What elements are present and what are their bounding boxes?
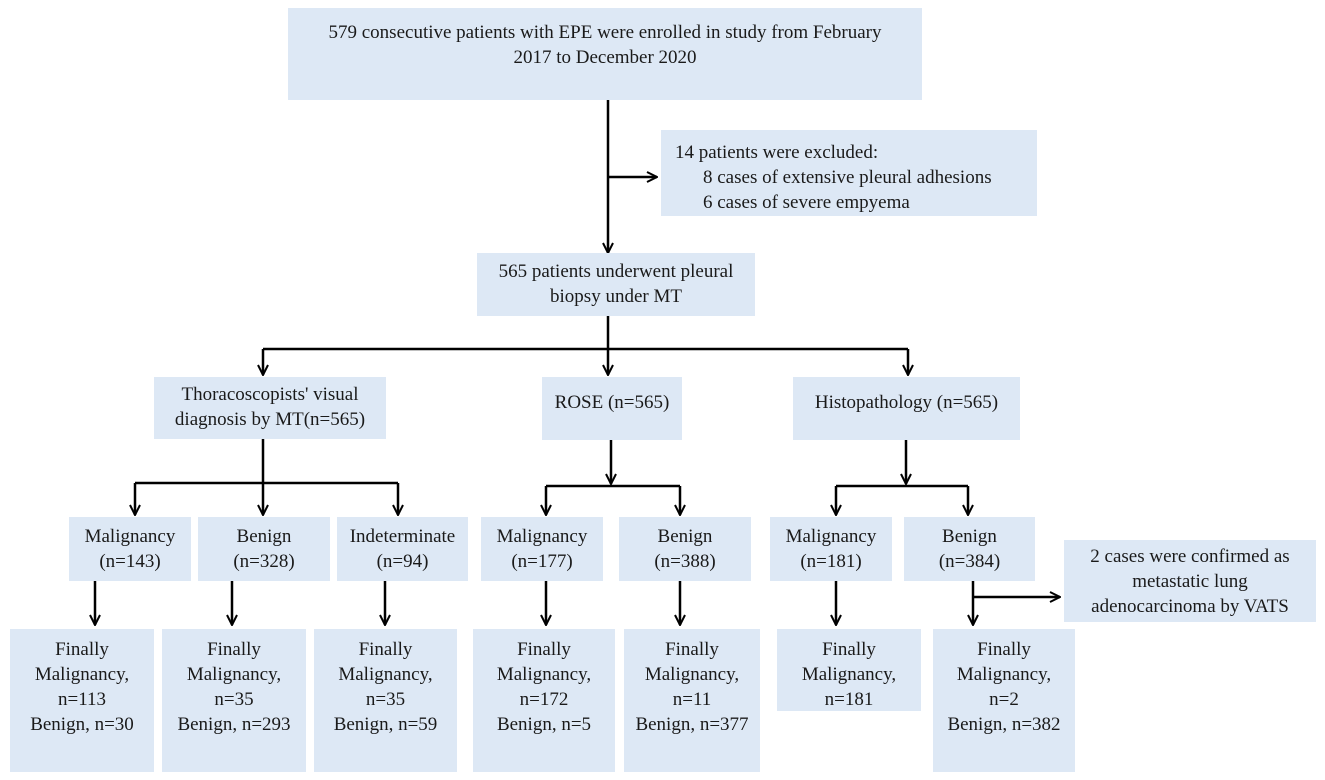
final-visual-benign-box: Finally Malignancy, n=35 Benign, n=293 <box>162 629 306 772</box>
histo-benign-box: Benign (n=384) <box>904 517 1035 581</box>
final-line: Finally <box>517 639 571 660</box>
excluded-title: 14 patients were excluded: <box>675 142 879 163</box>
enrollment-line-2: 2017 to December 2020 <box>513 47 697 68</box>
result-count: (n=181) <box>800 551 862 572</box>
final-line: Malignancy, <box>801 664 897 685</box>
histo-malignancy-box: Malignancy (n=181) <box>770 517 892 581</box>
result-label: Malignancy <box>84 526 176 547</box>
final-line: Malignancy, <box>34 664 130 685</box>
final-line: Finally <box>55 639 109 660</box>
result-count: (n=94) <box>376 551 429 572</box>
vats-note-box: 2 cases were confirmed as metastatic lun… <box>1064 540 1316 622</box>
final-line: Benign, n=382 <box>947 714 1061 735</box>
final-line: Benign, n=377 <box>635 714 749 735</box>
final-visual-indeterminate-box: Finally Malignancy, n=35 Benign, n=59 <box>314 629 457 772</box>
final-line: n=35 <box>365 689 406 710</box>
result-label: Benign <box>942 526 997 547</box>
result-count: (n=328) <box>233 551 295 572</box>
enrollment-box: 579 consecutive patients with EPE were e… <box>288 8 922 100</box>
result-count: (n=143) <box>99 551 161 572</box>
final-histo-malignancy-box: Finally Malignancy, n=181 <box>777 629 921 711</box>
excluded-item-empyema: 6 cases of severe empyema <box>703 192 910 213</box>
final-line: Benign, n=5 <box>496 714 592 735</box>
final-line: Benign, n=30 <box>30 714 134 735</box>
histo-line-1: Histopathology (n=565) <box>814 392 999 413</box>
final-line: n=2 <box>989 689 1019 710</box>
rose-benign-box: Benign (n=388) <box>619 517 751 581</box>
final-line: Finally <box>977 639 1031 660</box>
final-line: Malignancy, <box>956 664 1052 685</box>
final-line: Finally <box>665 639 719 660</box>
result-count: (n=177) <box>511 551 573 572</box>
result-count: (n=384) <box>938 551 1001 572</box>
vats-line-3: adenocarcinoma by VATS <box>1091 596 1289 617</box>
final-line: n=181 <box>824 689 874 710</box>
rose-malignancy-box: Malignancy (n=177) <box>481 517 603 581</box>
vats-line-2: metastatic lung <box>1132 571 1248 592</box>
biopsy-line-1: 565 patients underwent pleural <box>498 261 734 282</box>
final-rose-benign-box: Finally Malignancy, n=11 Benign, n=377 <box>624 629 760 772</box>
final-histo-benign-box: Finally Malignancy, n=2 Benign, n=382 <box>933 629 1075 772</box>
histopathology-box: Histopathology (n=565) <box>793 377 1020 440</box>
result-label: Malignancy <box>785 526 877 547</box>
vats-line-1: 2 cases were confirmed as <box>1090 546 1290 567</box>
biopsy-box: 565 patients underwent pleural biopsy un… <box>477 253 755 316</box>
final-line: n=11 <box>672 689 712 710</box>
excluded-item-adhesions: 8 cases of extensive pleural adhesions <box>703 167 992 188</box>
visual-diagnosis-box: Thoracoscopists' visual diagnosis by MT(… <box>154 377 386 439</box>
final-line: Malignancy, <box>496 664 592 685</box>
final-line: Finally <box>358 639 413 660</box>
final-line: n=113 <box>57 689 106 710</box>
final-visual-malignancy-box: Finally Malignancy, n=113 Benign, n=30 <box>10 629 154 772</box>
result-label: Benign <box>657 526 713 547</box>
rose-line-1: ROSE (n=565) <box>554 392 670 413</box>
final-line: Malignancy, <box>644 664 740 685</box>
visual-line-1: Thoracoscopists' visual <box>181 384 359 405</box>
final-line: Malignancy, <box>186 664 282 685</box>
rose-box: ROSE (n=565) <box>542 377 682 440</box>
visual-line-2: diagnosis by MT(n=565) <box>174 409 366 430</box>
final-line: n=35 <box>214 689 254 710</box>
result-label: Indeterminate <box>349 526 456 547</box>
result-count: (n=388) <box>654 551 716 572</box>
excluded-box: 14 patients were excluded: 8 cases of ex… <box>661 130 1037 216</box>
final-line: Benign, n=293 <box>177 714 291 735</box>
enrollment-line-1: 579 consecutive patients with EPE were e… <box>328 22 882 43</box>
visual-indeterminate-box: Indeterminate (n=94) <box>337 517 468 581</box>
final-line: n=172 <box>519 689 569 710</box>
biopsy-line-2: biopsy under MT <box>550 286 682 307</box>
visual-benign-box: Benign (n=328) <box>198 517 330 581</box>
result-label: Malignancy <box>496 526 588 547</box>
visual-malignancy-box: Malignancy (n=143) <box>69 517 191 581</box>
result-label: Benign <box>236 526 292 547</box>
final-line: Finally <box>207 639 261 660</box>
final-line: Malignancy, <box>338 664 433 685</box>
final-line: Benign, n=59 <box>333 714 438 735</box>
final-line: Finally <box>822 639 876 660</box>
final-rose-malignancy-box: Finally Malignancy, n=172 Benign, n=5 <box>473 629 615 772</box>
